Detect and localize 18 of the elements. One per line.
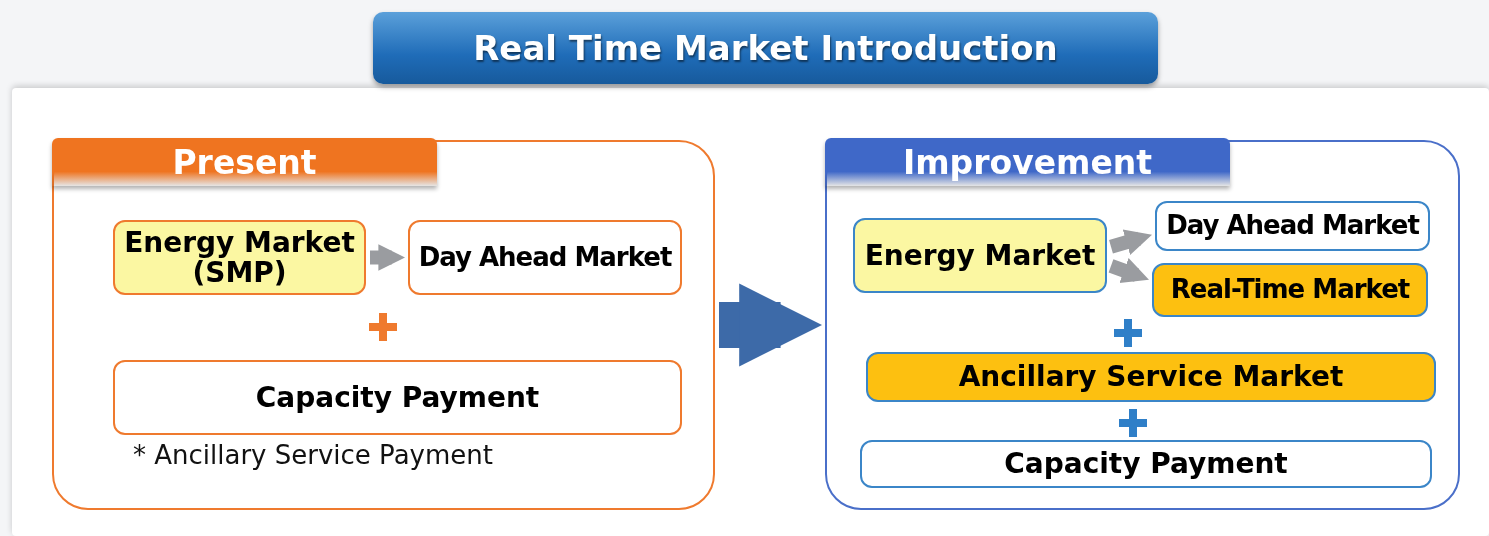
arrow bbox=[1109, 229, 1152, 255]
title-banner: Real Time Market Introduction bbox=[373, 12, 1158, 84]
footnote: * Ancillary Service Payment bbox=[133, 440, 493, 470]
market-box: Capacity Payment bbox=[113, 360, 682, 435]
market-box: Energy Market bbox=[853, 218, 1107, 293]
market-box: Day Ahead Market bbox=[1155, 201, 1430, 251]
arrow bbox=[1108, 258, 1149, 284]
market-box: Ancillary Service Market bbox=[866, 352, 1436, 402]
market-box: Energy Market (SMP) bbox=[113, 220, 366, 295]
panel-heading: Improvement bbox=[825, 138, 1230, 186]
panel-heading: Present bbox=[52, 138, 437, 186]
chevron-arrow bbox=[719, 283, 822, 367]
panel-box bbox=[52, 140, 715, 510]
market-box: Day Ahead Market bbox=[408, 220, 682, 295]
market-box: Real-Time Market bbox=[1152, 263, 1428, 317]
arrow bbox=[370, 244, 405, 271]
panel-box bbox=[825, 140, 1460, 510]
market-box: Capacity Payment bbox=[860, 440, 1432, 488]
